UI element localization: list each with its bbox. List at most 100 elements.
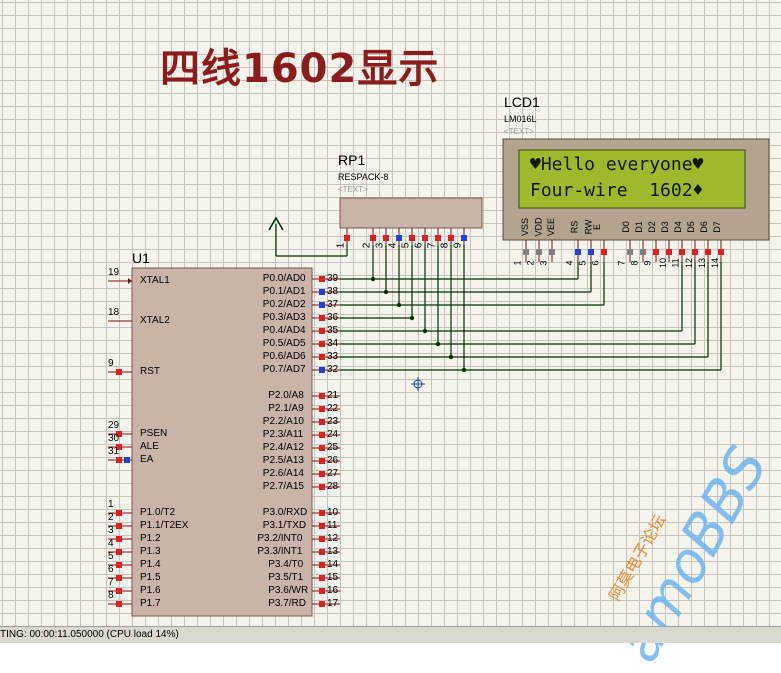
u1-right-pin-num: 21 [327, 390, 339, 401]
u1-left-pin-num: 6 [108, 564, 114, 575]
u1-left-pin-label: RST [140, 366, 160, 377]
u1-right-pin-num: 26 [327, 455, 339, 466]
lcd-pin-label: D1 [633, 221, 644, 233]
u1-right-pin-num: 24 [327, 429, 339, 440]
u1-left-pin-num: 30 [108, 433, 120, 444]
u1-left-pin-num: 18 [108, 307, 120, 318]
u1-left-pin-marker [116, 549, 122, 555]
rp1-pin-marker [370, 235, 376, 241]
lcd-pin-marker [575, 249, 581, 255]
u1-right-pin-label: P3.2/INT0 [257, 533, 303, 544]
u1-right-pin-num: 32 [327, 364, 339, 375]
u1-right-pin-label: P3.6/WR [268, 585, 309, 596]
u1-right-pin-label: P2.2/A10 [262, 416, 304, 427]
lcd-pin-marker [549, 249, 555, 255]
rp1-pin-num: 8 [439, 242, 451, 249]
schematic-canvas[interactable] [0, 0, 781, 626]
u1-right-pin-label: P0.5/AD5 [262, 338, 306, 349]
u1-left-pin-marker [116, 431, 122, 437]
lcd-pin-num: 11 [670, 258, 681, 268]
u1-left-pin-num: 4 [108, 538, 114, 549]
u1-left-pin-label: EA [140, 454, 154, 465]
u1-right-pin-label: P0.0/AD0 [262, 273, 306, 284]
u1-right-pin-label: P3.0/RXD [262, 507, 308, 518]
u1-right-pin-marker [319, 419, 325, 425]
u1-right-pin-marker [319, 601, 325, 607]
rp1-pin-marker [396, 235, 402, 241]
u1-right-pin-marker [319, 458, 325, 464]
junction-dot [435, 341, 441, 347]
u1-left-pin-label: P1.4 [140, 559, 161, 570]
u1-left-pin-marker [116, 575, 122, 581]
u1-right-pin-marker [319, 302, 325, 308]
u1-right-pin-num: 22 [327, 403, 339, 414]
rp1-pin-marker [448, 235, 454, 241]
u1-right-pin-marker [319, 471, 325, 477]
page-title: 四线1602显示 [160, 46, 440, 92]
lcd-pin-num: 5 [577, 260, 588, 266]
u1-left-pin-label: P1.6 [140, 585, 161, 596]
rp1-pin-marker [461, 235, 467, 241]
u1-right-pin-num: 12 [327, 533, 339, 544]
lcd-pin-marker [588, 249, 594, 255]
u1-right-pin-marker [319, 588, 325, 594]
lcd-pin-num: 2 [525, 260, 536, 266]
u1-right-pin-marker [319, 549, 325, 555]
lcd-pin-num: 3 [538, 260, 549, 266]
u1-right-pin-marker [319, 354, 325, 360]
u1-left-pin-num: 9 [108, 358, 114, 369]
u1-right-pin-num: 14 [327, 559, 339, 570]
u1-right-pin-label: P2.4/A12 [262, 442, 304, 453]
u1-left-pin-num: 3 [108, 525, 114, 536]
junction-dot [422, 328, 428, 334]
lcd-pin-num: 9 [642, 260, 653, 266]
rp1-pin-num: 9 [452, 242, 464, 249]
u1-left-pin-label: P1.5 [140, 572, 161, 583]
u1-right-pin-num: 33 [327, 351, 339, 362]
u1-right-pin-num: 25 [327, 442, 339, 453]
u1-right-pin-label: P2.7/A15 [262, 481, 304, 492]
rp1-pin-num: 6 [413, 242, 425, 249]
junction-dot [409, 315, 415, 321]
u1-left-pin-num: 19 [108, 267, 120, 278]
u1-left-pin-num: 29 [108, 420, 120, 431]
u1-left-pin-num: 2 [108, 512, 114, 523]
lcd-pin-marker [523, 249, 529, 255]
lcd-screen [518, 149, 746, 209]
u1-right-pin-marker [319, 367, 325, 373]
rp1-text: <TEXT> [338, 185, 368, 194]
rp1-pin-marker [383, 235, 389, 241]
u1-right-pin-num: 36 [327, 312, 339, 323]
rp1-ref: RP1 [338, 152, 366, 168]
u1-right-pin-num: 23 [327, 416, 339, 427]
lcd-pin-label: VSS [520, 217, 531, 237]
u1-right-pin-label: P2.6/A14 [262, 468, 304, 479]
u1-right-pin-marker [319, 315, 325, 321]
lcd-pin-label: VEE [546, 217, 557, 237]
u1-right-pin-num: 35 [327, 325, 339, 336]
lcd-pin-label: D2 [646, 221, 657, 233]
u1-right-pin-label: P0.6/AD6 [262, 351, 306, 362]
lcd-pin-label: RS [569, 220, 580, 234]
u1-right-pin-marker [319, 510, 325, 516]
u1-left-pin-label: P1.7 [140, 598, 161, 609]
rp1-pin-num: 5 [400, 242, 412, 249]
u1-right-pin-marker [319, 276, 325, 282]
xtal1-arrow [128, 278, 132, 284]
u1-right-pin-label: P2.1/A9 [268, 403, 304, 414]
junction-dot [461, 367, 467, 373]
lcd-pin-label: D3 [659, 221, 670, 233]
rp1-pin-marker [422, 235, 428, 241]
u1-right-pin-num: 34 [327, 338, 339, 349]
u1-right-pin-marker [319, 341, 325, 347]
u1-right-pin-marker [319, 445, 325, 451]
lcd-pin-num: 13 [697, 257, 708, 269]
u1-right-pin-label: P0.2/AD2 [262, 299, 306, 310]
u1-left-pin-label: XTAL2 [140, 315, 170, 326]
u1-body [131, 267, 313, 617]
u1-right-pin-label: P2.3/A11 [262, 429, 304, 440]
u1-left-pin-label: P1.1/T2EX [140, 520, 189, 531]
lcd-line-2: Four-wire 1602♦ [530, 180, 704, 201]
u1-right-pin-num: 11 [327, 520, 338, 531]
u1-right-pin-label: P3.1/TXD [262, 520, 307, 531]
